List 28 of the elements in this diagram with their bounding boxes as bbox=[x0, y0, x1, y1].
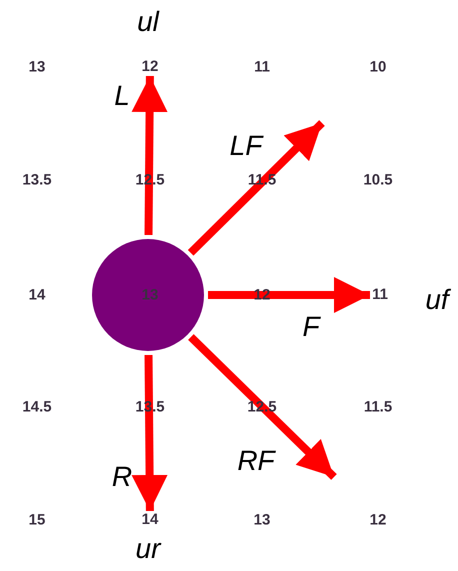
grid-value: 12 bbox=[370, 512, 386, 528]
edge-label: LF bbox=[230, 130, 262, 162]
grid-value: 10 bbox=[370, 58, 386, 76]
grid-value: 13.5 bbox=[22, 172, 52, 188]
arrow bbox=[132, 354, 168, 512]
direction-label: ur bbox=[136, 533, 160, 565]
grid-value: 15 bbox=[28, 512, 46, 528]
edge-label: L bbox=[114, 80, 130, 112]
grid-value: 11 bbox=[370, 286, 390, 304]
edge-label: F bbox=[302, 311, 320, 343]
grid-value: 14 bbox=[140, 511, 160, 529]
direction-label: uf bbox=[425, 284, 449, 316]
arrow bbox=[132, 76, 168, 236]
grid-value: 11 bbox=[254, 58, 270, 76]
edge-label: RF bbox=[237, 445, 275, 477]
grid-value: 13 bbox=[28, 58, 46, 76]
grid-value: 12 bbox=[140, 58, 160, 76]
direction-label: ul bbox=[137, 6, 159, 38]
grid-value: 13 bbox=[142, 286, 158, 304]
arrow bbox=[188, 120, 325, 256]
grid-value: 11.5 bbox=[364, 398, 392, 416]
grid-value: 13 bbox=[254, 512, 270, 528]
arrow bbox=[188, 334, 337, 480]
arrow bbox=[208, 277, 370, 313]
grid-value: 10.5 bbox=[363, 172, 393, 188]
edge-label: R bbox=[112, 461, 132, 493]
grid-value: 14 bbox=[28, 286, 46, 304]
grid-value: 14.5 bbox=[22, 398, 52, 416]
